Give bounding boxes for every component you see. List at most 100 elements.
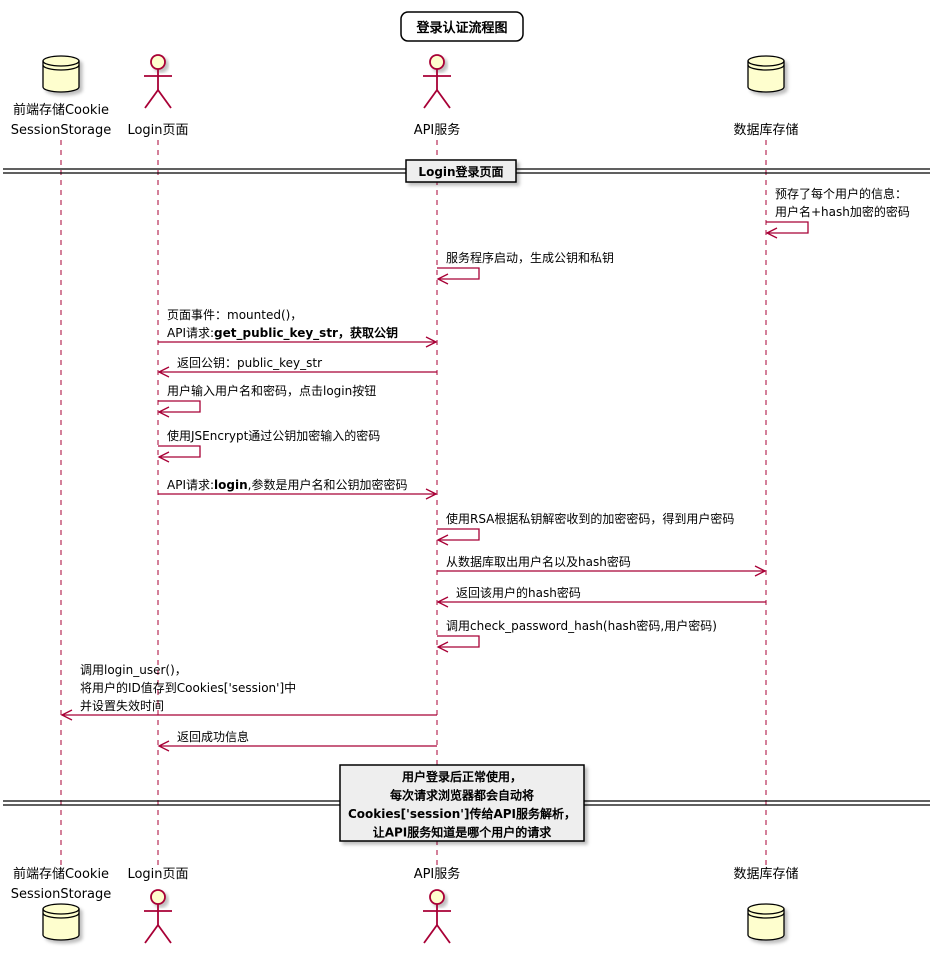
database-band (747, 64, 785, 71)
message-label: 预存了每个用户的信息： (775, 186, 907, 201)
arrow-head (425, 488, 438, 500)
message-label: 用户输入用户名和密码，点击login按钮 (167, 383, 376, 398)
message-label: 调用check_password_hash(hash密码,用户密码) (446, 618, 717, 633)
participant-label: 数据库存储 (733, 122, 798, 138)
arrow-head (60, 709, 73, 721)
divider-0: Login登录页面 (3, 159, 930, 183)
database-rim (42, 60, 80, 67)
database-cylinder (42, 55, 80, 93)
participant-label: API服务 (414, 866, 461, 882)
message-label: 将用户的ID值存到Cookies['session']中 (80, 680, 296, 695)
arrow-head (157, 366, 170, 378)
actor-head (429, 54, 445, 70)
message-3: 返回公钥：public_key_str (157, 356, 437, 378)
arrow-head (157, 740, 170, 752)
message-label: 返回公钥：public_key_str (177, 356, 322, 370)
self-message-arrow (437, 635, 480, 648)
database-band (42, 912, 80, 919)
message-label: 从数据库取出用户名以及hash密码 (446, 554, 631, 569)
message-label: 使用JSEncrypt通过公钥加密输入的密码 (167, 428, 380, 443)
message-5: 使用JSEncrypt通过公钥加密输入的密码 (157, 428, 380, 463)
self-message-arrow (158, 445, 201, 458)
message-8: 从数据库取出用户名以及hash密码 (437, 554, 767, 577)
message-label: 返回该用户的hash密码 (456, 585, 581, 600)
self-message-arrow (437, 528, 480, 541)
actor-left-leg (423, 89, 438, 109)
message-label: 并设置失效时间 (80, 698, 164, 713)
participant-label: API服务 (414, 122, 461, 138)
message-label: API请求:login,参数是用户名和公钥加密密码 (167, 477, 407, 492)
message-10: 调用check_password_hash(hash密码,用户密码) (436, 618, 717, 653)
diagram-title: 登录认证流程图 (415, 20, 507, 36)
message-1: 服务程序启动，生成公钥和私钥 (436, 250, 614, 285)
arrow-head (436, 534, 449, 546)
message-9: 返回该用户的hash密码 (436, 585, 766, 608)
self-message-arrow (158, 400, 201, 413)
message-7: 使用RSA根据私钥解密收到的加密密码，得到用户密码 (436, 511, 734, 546)
database-cylinder (747, 55, 785, 93)
divider-label: 用户登录后正常使用， (401, 769, 522, 784)
participant-login-top: Login页面 (127, 54, 189, 138)
divider-1: 用户登录后正常使用， 每次请求浏览器都会自动将 Cookies['session']… (3, 764, 930, 842)
participant-db-top: 数据库存储 (733, 55, 799, 138)
actor-head (150, 889, 166, 905)
participant-label: Login页面 (127, 123, 188, 138)
message-label: 用户名+hash加密的密码 (775, 204, 910, 219)
actor-right-leg (436, 924, 451, 944)
message-label: 返回成功信息 (177, 729, 249, 744)
arrow-head (157, 406, 170, 418)
actor-right-leg (436, 89, 451, 109)
actor-right-leg (157, 924, 172, 944)
arrow-head (436, 273, 449, 285)
database-rim (42, 908, 80, 915)
actor-left-leg (144, 89, 159, 109)
participant-label: SessionStorage (11, 887, 111, 902)
database-band (42, 64, 80, 71)
participant-db-bottom: 数据库存储 (733, 866, 799, 941)
actor-left-leg (423, 924, 438, 944)
divider-label: 让API服务知道是哪个用户的请求 (373, 825, 553, 840)
actor-head (429, 889, 445, 905)
participant-label: SessionStorage (11, 123, 111, 138)
self-message-arrow (766, 221, 809, 234)
message-4: 用户输入用户名和密码，点击login按钮 (157, 383, 376, 418)
database-cylinder (747, 903, 785, 941)
actor-left-leg (144, 924, 159, 944)
database-rim (747, 908, 785, 915)
participant-api-bottom: API服务 (414, 866, 461, 944)
divider-label: 每次请求浏览器都会自动将 (390, 788, 534, 803)
self-message-arrow (437, 267, 480, 280)
message-label: 页面事件：mounted()， (167, 308, 302, 322)
divider-label: Login登录页面 (418, 164, 503, 179)
arrow-head (425, 336, 438, 348)
participant-label: Login页面 (127, 867, 188, 882)
message-12: 返回成功信息 (157, 729, 437, 752)
database-band (747, 912, 785, 919)
divider-box (405, 159, 517, 183)
message-label: 服务程序启动，生成公钥和私钥 (446, 250, 614, 265)
title-box (400, 11, 524, 42)
actor-right-leg (157, 89, 172, 109)
participant-label: 前端存储Cookie (13, 102, 109, 118)
message-label: 使用RSA根据私钥解密收到的加密密码，得到用户密码 (446, 511, 734, 526)
message-label: API请求:get_public_key_str，获取公钥 (167, 325, 398, 341)
participant-label: 数据库存储 (733, 866, 798, 882)
arrow-head (157, 451, 170, 463)
participant-api-top: API服务 (414, 54, 461, 138)
message-11: 调用login_user()， 将用户的ID值存到Cookies['session… (60, 663, 437, 721)
participant-login-bottom: Login页面 (127, 867, 189, 944)
database-cylinder (42, 903, 80, 941)
divider-box (339, 764, 585, 842)
message-label: 调用login_user()， (80, 663, 187, 677)
arrow-head (765, 227, 778, 239)
arrow-head (436, 641, 449, 653)
actor-head (150, 54, 166, 70)
message-2: 页面事件：mounted()， API请求:get_public_key_str，… (158, 308, 438, 348)
arrow-head (436, 596, 449, 608)
divider-label: Cookies['session']传给API服务解析， (348, 806, 576, 821)
arrow-head (754, 565, 767, 577)
message-6: API请求:login,参数是用户名和公钥加密密码 (158, 477, 438, 500)
